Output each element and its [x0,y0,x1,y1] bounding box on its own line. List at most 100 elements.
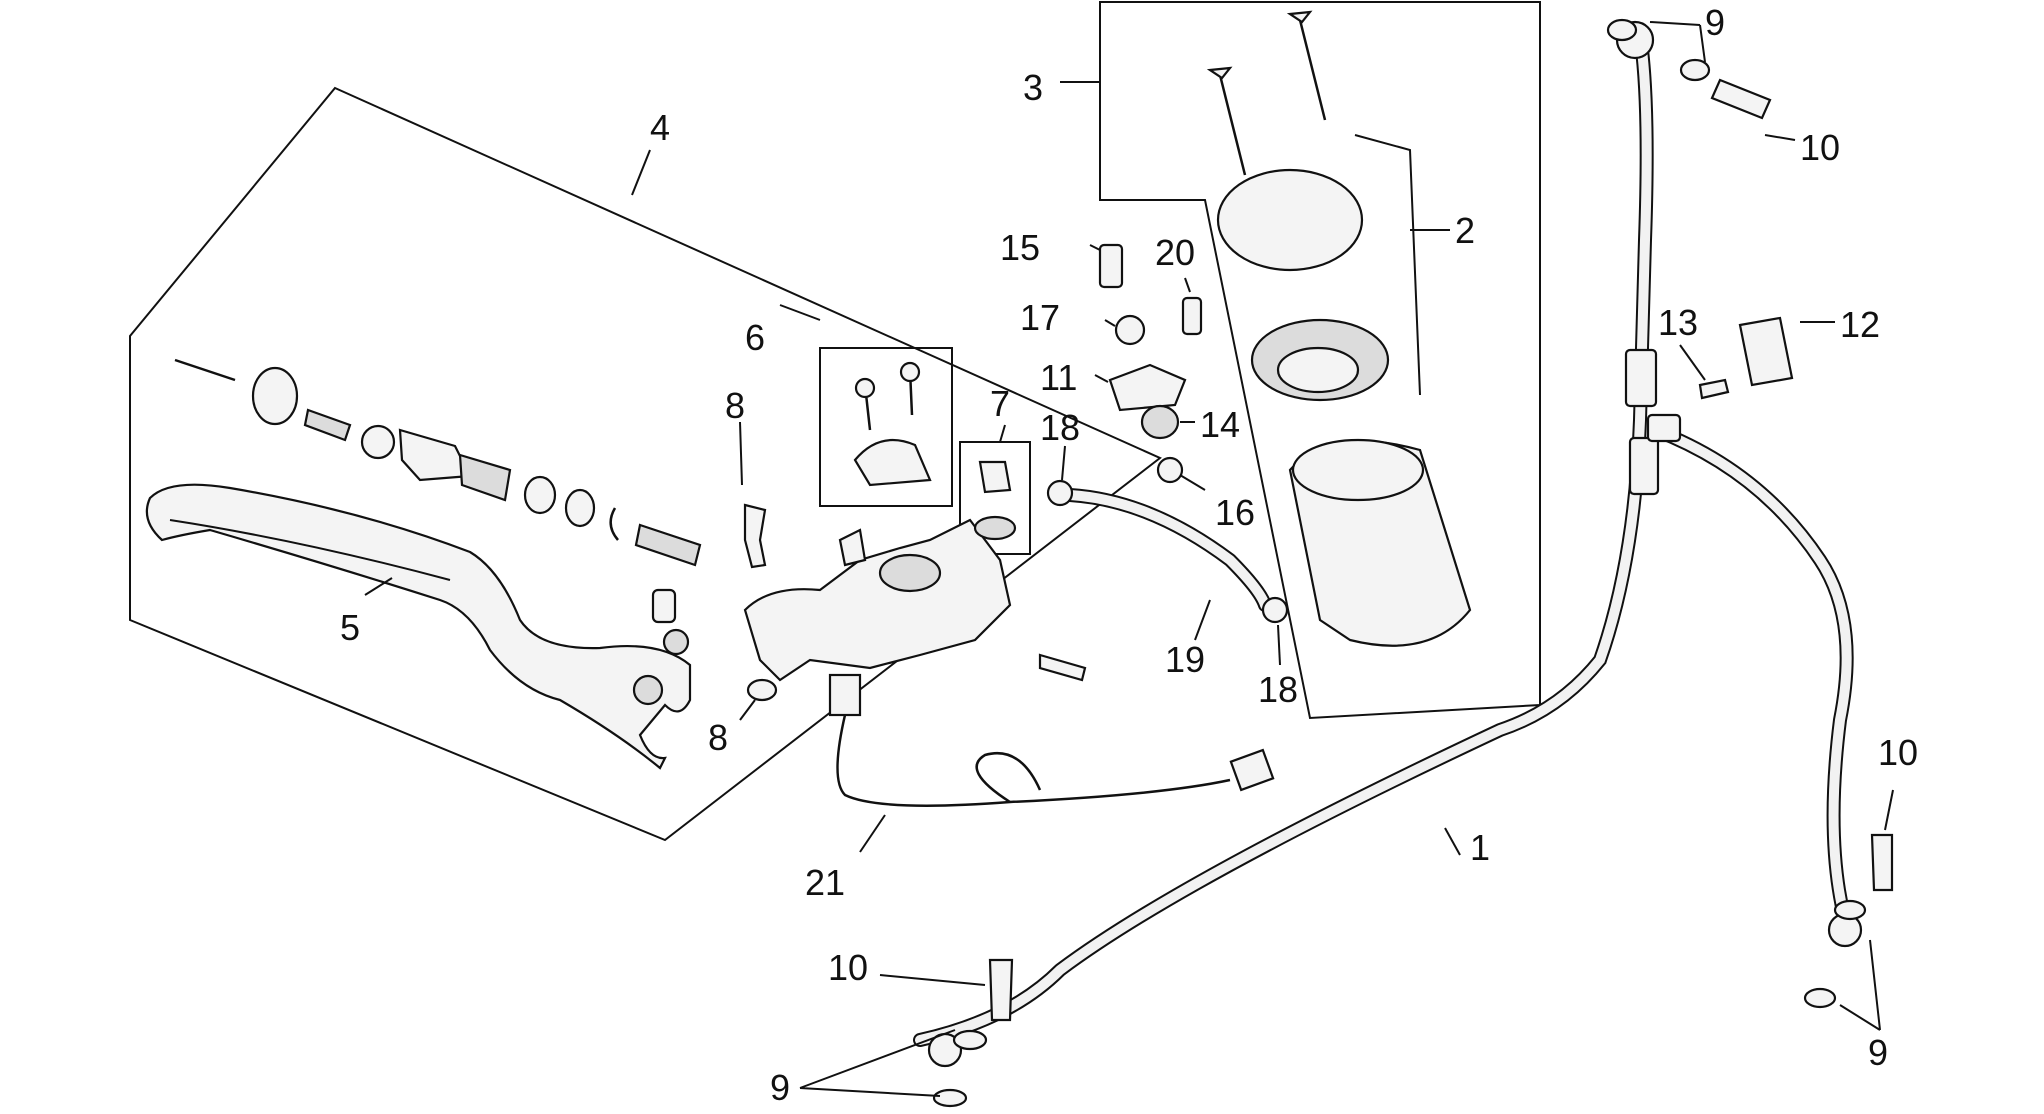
switch-wire-loop [975,752,1042,804]
callout-9-right: 9 [1868,1032,1888,1073]
pivot-pin [743,503,767,569]
banjo-bolt-top [1710,78,1772,120]
callout-10-left: 10 [828,947,868,988]
switch-plug [1229,748,1275,792]
callout-13: 13 [1658,302,1698,343]
leader-4 [631,149,651,196]
banjo-bolt-right [1870,833,1894,892]
leader-9a [1649,21,1706,63]
leader-8a [739,421,743,486]
callout-9-left: 9 [770,1067,790,1108]
fitting-seal [973,515,1017,541]
lever-edge [169,519,451,581]
hose-clip-12 [1738,316,1794,387]
callout-3: 3 [1023,67,1043,108]
hose-junction-upper [1624,348,1658,408]
hose-clamp-a [1046,479,1074,507]
callout-8-upper: 8 [725,385,745,426]
leader-16 [1179,474,1206,491]
leader-13 [1679,344,1706,381]
snap-ring [609,507,619,541]
leader-10b [879,974,986,986]
piston-seal [458,453,512,502]
bolt-20 [1181,296,1203,336]
cup-seal [564,488,596,528]
bushing-16 [1156,456,1184,484]
leader-1 [1444,827,1461,856]
banjo-bolt-left [988,958,1014,1022]
grommet-14 [1140,404,1180,440]
branch-hose [1648,423,1854,927]
pivot-nut [746,678,778,702]
spring-large [634,523,702,567]
screw-head-b [1286,10,1313,24]
leader-10c [1884,789,1894,831]
leader-9c [1839,939,1881,1031]
clutch-lever [145,483,692,770]
clamp-block [838,528,867,567]
washer-9-c [952,1029,988,1051]
main-hose-inner [915,30,1652,1045]
reservoir-screws [1218,19,1327,176]
callout-1: 1 [1470,827,1490,868]
master-cylinder-body [743,518,1012,682]
handlebar-clamp [853,438,932,487]
leader-20 [1184,277,1191,293]
branch-hose-inner [1650,425,1852,925]
callout-17: 17 [1020,297,1060,338]
callout-9-top: 9 [1705,2,1725,43]
switch-wire [836,714,1231,807]
leader-17 [1104,319,1116,327]
clamp-screw-head-b [899,361,921,383]
leader-18b [1277,624,1281,666]
diaphragm-inner [1276,346,1360,394]
reservoir-hose-inner [1065,490,1270,610]
hose-fitting [978,460,1012,494]
reservoir-rim [1291,438,1425,502]
screw-head-a [1206,66,1233,80]
leader-18a [1061,445,1066,481]
callout-18-lower: 18 [1258,669,1298,710]
kit-6-frame [819,347,953,507]
piston [398,428,472,482]
reservoir-cap [1216,168,1364,272]
leader-9b [799,1029,956,1097]
leader-5 [364,577,393,596]
cylinder-port [878,553,942,593]
callout-15: 15 [1000,227,1040,268]
callout-10-right: 10 [1878,732,1918,773]
callout-5: 5 [340,607,360,648]
screw-13 [1698,378,1730,400]
leader-19 [1194,599,1211,641]
dust-boot [251,366,299,426]
bolt-15 [1098,243,1124,289]
leader-11 [1094,374,1109,383]
leader-15 [1089,244,1101,251]
hose-tee [1646,413,1682,443]
pivot-bushing [651,588,677,624]
brake-switch [828,673,862,717]
assembly-3-frame [1099,1,1541,720]
leader-21 [859,814,886,853]
callout-19: 19 [1165,639,1205,680]
callout-12: 12 [1840,304,1880,345]
washer-9-d [932,1088,968,1108]
callout-20: 20 [1155,232,1195,273]
washer-9-a [1606,18,1638,42]
callout-8-lower: 8 [708,717,728,758]
callout-2: 2 [1455,210,1475,251]
washer-9-e [1833,899,1867,921]
callout-16: 16 [1215,492,1255,533]
callout-18-upper: 18 [1040,407,1080,448]
lever-adjuster-hole [632,674,664,706]
bracket-11 [1108,363,1187,412]
bushing-17 [1114,314,1146,346]
pushrod [174,358,236,382]
washer-9-b [1679,58,1711,82]
hose-clamp-b [1261,596,1289,624]
callout-10-top: 10 [1800,127,1840,168]
hose-junction-lower [1628,436,1660,496]
washer-ring [523,475,557,515]
spring-small [303,408,352,442]
